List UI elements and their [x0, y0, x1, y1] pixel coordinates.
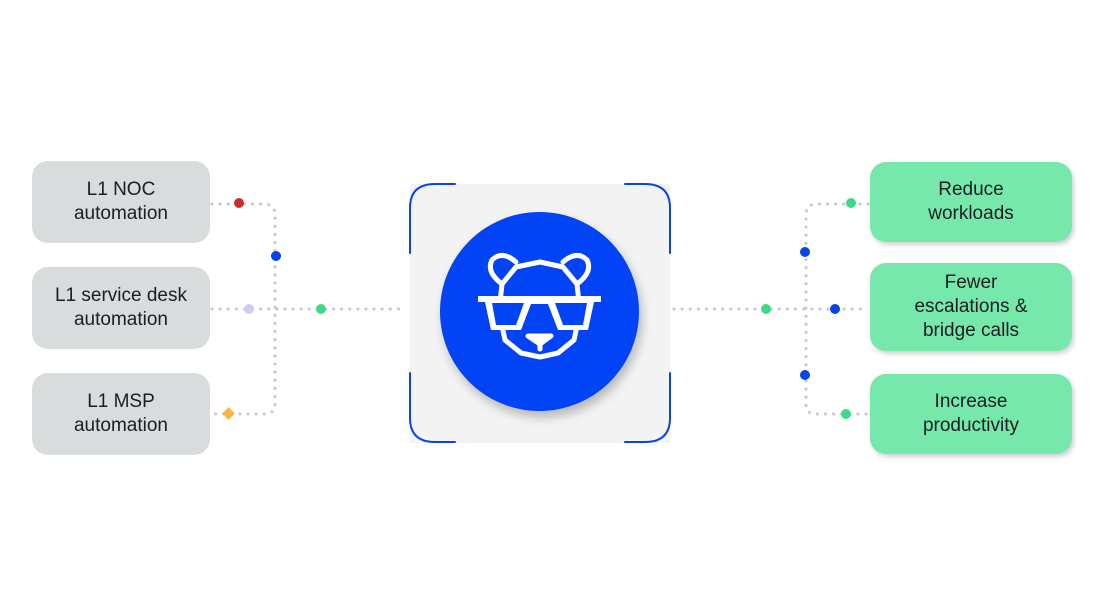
connector-dot-lavender: [244, 304, 254, 314]
panda-logo: [440, 212, 639, 411]
outcome-box-fewer-escalations: Fewer escalations & bridge calls: [870, 263, 1072, 351]
connector-dot-blue: [271, 251, 281, 261]
outcome-box-increase-productivity: Increase productivity: [870, 374, 1072, 454]
center-frame-corners: [409, 183, 671, 443]
connector-dot-red: [234, 198, 244, 208]
input-box-service-desk: L1 service desk automation: [32, 267, 210, 349]
connector-noc: [210, 202, 277, 416]
connector-dot-blue: [800, 247, 810, 257]
input-box-msp: L1 MSP automation: [32, 373, 210, 455]
connector-dot-green: [316, 304, 326, 314]
panda-with-sunglasses-icon: [478, 253, 601, 360]
connector-dot-green: [761, 304, 771, 314]
connector-dot-green: [846, 198, 856, 208]
connector-dot-orange: [222, 407, 235, 420]
connector-dot-blue: [800, 370, 810, 380]
input-box-noc: L1 NOC automation: [32, 161, 210, 243]
connector-dot-green: [841, 409, 851, 419]
connector-outcomes: [804, 202, 870, 416]
outcome-box-reduce-workloads: Reduce workloads: [870, 162, 1072, 242]
connector-dot-blue: [830, 304, 840, 314]
